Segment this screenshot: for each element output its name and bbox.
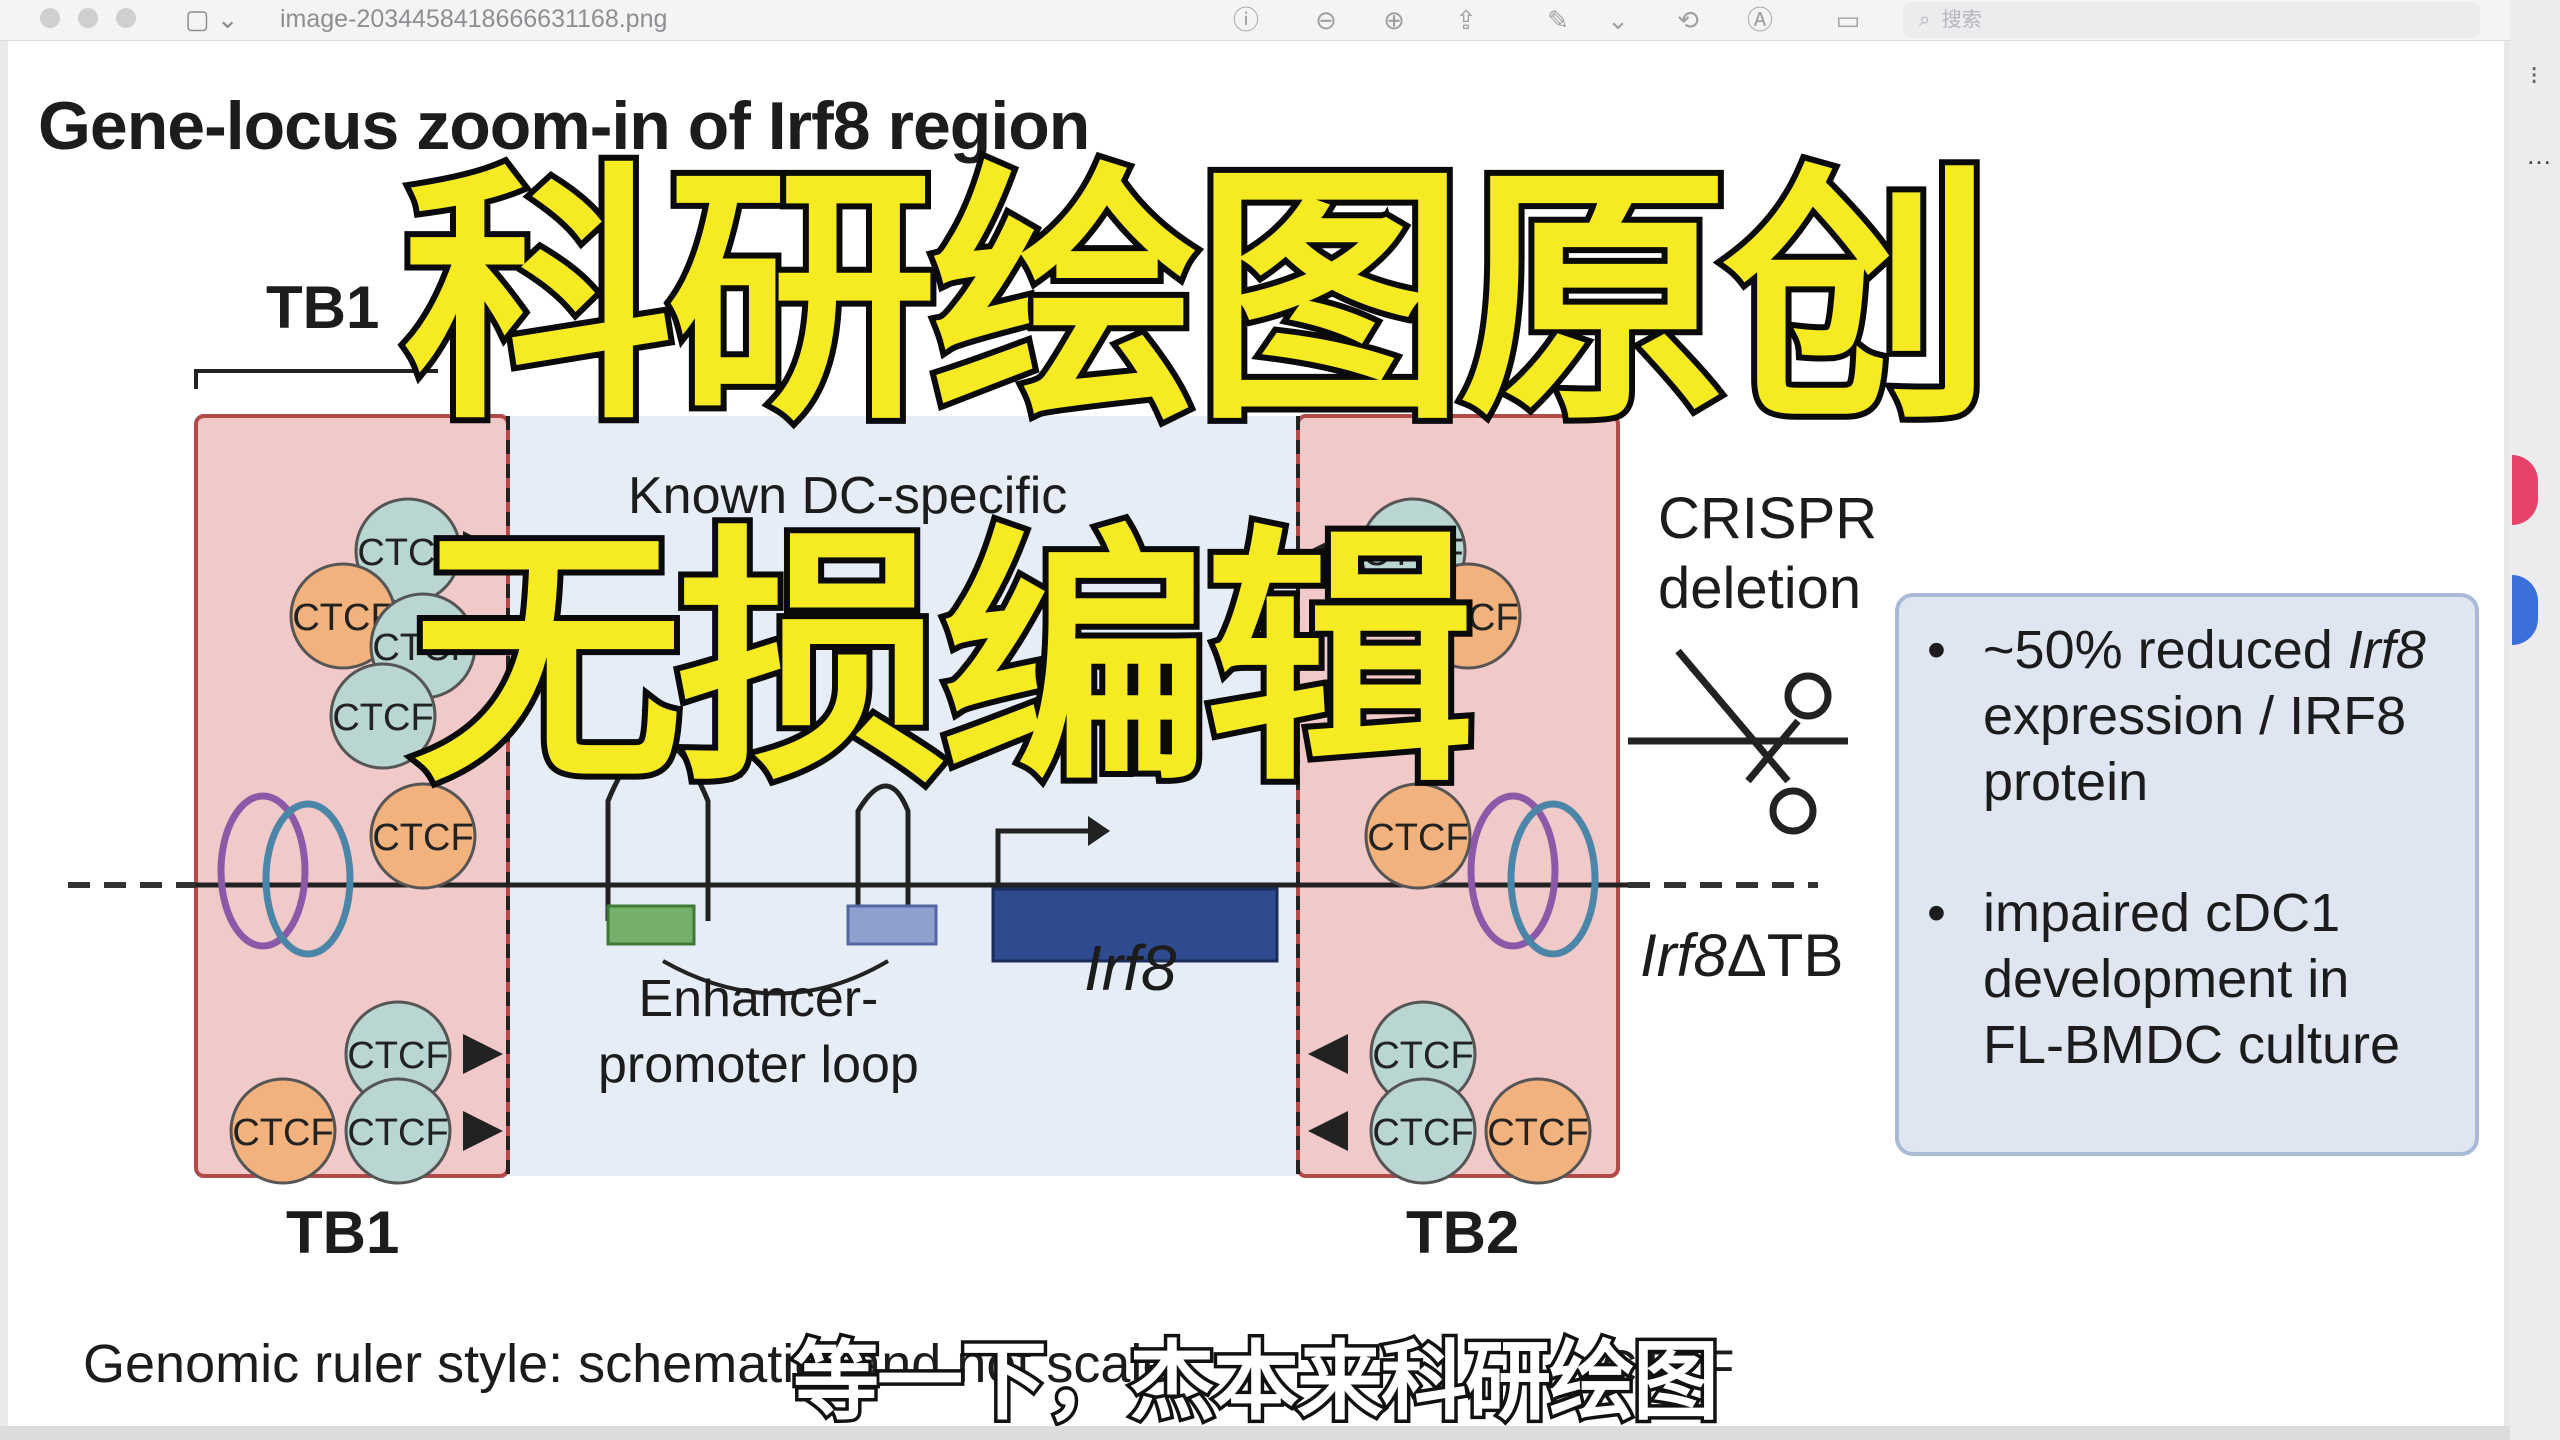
markup-pen-icon[interactable]: ✎	[1547, 5, 1569, 35]
figure-title: Gene-locus zoom-in of Irf8 region	[38, 88, 1090, 164]
bullet-dot: •	[1927, 883, 1946, 943]
enhancer-loop-arc	[605, 738, 711, 921]
ctcf-label: CTCF	[347, 1112, 448, 1154]
tb1-bracket	[194, 369, 438, 389]
ctcf-protein: CTCF	[1364, 782, 1472, 890]
scissors-icon	[1628, 648, 1848, 835]
promoter-loop-arc	[855, 783, 911, 921]
annotate-icon[interactable]: Ⓐ	[1746, 5, 1773, 35]
ctcf-label: CTCF	[1487, 1112, 1588, 1154]
ctcf-label: CTCF	[1372, 1035, 1473, 1077]
irf8-gene-label: Irf8	[1084, 932, 1177, 1004]
close-window-button[interactable]	[40, 8, 60, 28]
ctcf-protein: CTCF	[1484, 1077, 1592, 1185]
enhancer-promoter-line2: promoter loop	[598, 1036, 919, 1094]
image-canvas: CTCF CTCF CTCF CTCF CTCF CTCF CTCF CTCF CTCF CTCF…	[8, 41, 2504, 1426]
overlay-caption-line2: 无损编辑	[407, 503, 1481, 818]
floating-red-widget[interactable]	[2512, 455, 2538, 525]
crispr-line2: deletion	[1658, 556, 1862, 621]
ctcf-protein: CTCF	[369, 782, 477, 890]
ctcf-label: CTCF	[1367, 817, 1468, 859]
deletion-allele-label: Irf8ΔTB	[1640, 921, 1843, 990]
ctcf-label: CTCF	[1417, 597, 1518, 639]
deletion-allele-gene: Irf8	[1640, 922, 1727, 989]
right-side-panel: ⁝ …	[2510, 0, 2560, 1440]
deletion-allele-suffix: ΔTB	[1726, 922, 1844, 989]
zoom-window-button[interactable]	[116, 8, 136, 28]
crispr-line1: CRISPR	[1658, 486, 1878, 551]
bullet-1-rest: expression / IRF8 protein	[1983, 686, 2407, 812]
known-dc-label-line2: e	[788, 528, 817, 586]
ctcf-label: CTCF	[372, 627, 473, 669]
zoom-in-icon[interactable]: ⊕	[1383, 5, 1405, 35]
ctcf-protein: CTCF	[329, 662, 437, 770]
locus-diagram: CTCF CTCF CTCF CTCF CTCF CTCF CTCF CTCF CTCF CTCF…	[68, 369, 1848, 1185]
video-subtitle: 等一下，杰本来科研绘图	[790, 1329, 1723, 1427]
ctcf-arrow-right	[463, 1034, 503, 1074]
tss-arrowhead	[1088, 816, 1110, 846]
ctcf-label: CTCF	[232, 1112, 333, 1154]
overlay-caption-line1: 科研绘图原创	[397, 141, 1999, 456]
tb2-loop-icon	[1467, 792, 1599, 958]
enhancer-box	[606, 904, 696, 946]
more-icon[interactable]: …	[2526, 140, 2552, 170]
rotate-icon[interactable]: ⟲	[1677, 5, 1699, 35]
search-input[interactable]: ⌕ 搜索	[1903, 2, 2480, 38]
window-titlebar: ▢ ⌄ image-2034458418666631168.png ⓘ ⊖ ⊕ …	[0, 0, 2510, 41]
tb2-box	[1296, 414, 1620, 1178]
tb1-top-label: TB1	[266, 274, 380, 341]
pin-icon[interactable]: ⁝	[2530, 60, 2539, 90]
bullet-dot: •	[1927, 620, 1946, 680]
ruler-note: Genomic ruler style: schematic, and not …	[83, 1334, 1173, 1394]
ctcf-protein: CTCF	[1414, 562, 1522, 670]
window-bottom-edge	[0, 1426, 2510, 1440]
ctcf-arrow-left	[1308, 531, 1348, 571]
tb1-bottom-label: TB1	[286, 1199, 400, 1266]
ctcf-arrow-right	[463, 531, 503, 571]
tb1-loop-icon	[217, 792, 354, 958]
zoom-out-icon[interactable]: ⊖	[1315, 5, 1337, 35]
promoter-box	[846, 904, 938, 946]
bullet-1-gene: Irf8	[2347, 620, 2426, 680]
crispr-deletion-label: CRISPR deletion	[1658, 484, 1877, 624]
ctcf-protein: CTCF	[344, 1000, 452, 1108]
ctcf-label: CTCF	[1372, 1112, 1473, 1154]
ctcf-arrow-right	[463, 1111, 503, 1151]
ctcf-protein: CTCF	[344, 1077, 452, 1185]
tss-arrow	[995, 828, 1088, 891]
ctcf-protein: CTCF	[1369, 1000, 1477, 1108]
markup-dropdown-icon[interactable]: ⌄	[1607, 5, 1629, 35]
ctcf-protein: CTCF	[354, 497, 462, 605]
irf8-gene-box	[991, 887, 1279, 963]
ctcf-label: CTCF	[347, 1035, 448, 1077]
bullet-1-line1: ~50% reduced Irf8	[1983, 617, 2483, 683]
ctcf-protein: CTCF	[229, 1077, 337, 1185]
ctcf-label: CTCF	[357, 532, 458, 574]
ctcf-partial-label: CTCF	[1601, 1340, 1735, 1396]
minimize-window-button[interactable]	[78, 8, 98, 28]
loop-underline	[662, 959, 890, 996]
ctcf-protein: CTCF	[1369, 1077, 1477, 1185]
known-dc-label: Known DC-specific	[628, 467, 1068, 525]
enhancer-promoter-label: Enhancer- promoter loop	[598, 966, 919, 1098]
share-icon[interactable]: ⇪	[1455, 5, 1477, 35]
info-icon[interactable]: ⓘ	[1232, 5, 1259, 35]
form-fill-icon[interactable]: ▭	[1835, 5, 1861, 35]
enhancer-promoter-line1: Enhancer-	[638, 970, 879, 1028]
window-title: image-2034458418666631168.png	[280, 5, 668, 33]
search-icon: ⌕	[1919, 9, 1931, 31]
bullet-1-prefix: ~50% reduced	[1983, 620, 2348, 680]
ctcf-layer: CTCF CTCF CTCF CTCF CTCF CTCF CTCF CTCF CTCF CTCF…	[229, 497, 1592, 1185]
ctcf-arrow-left	[1308, 1034, 1348, 1074]
sidebar-toggle-icon[interactable]: ▢ ⌄	[185, 4, 239, 34]
tb2-bottom-label: TB2	[1406, 1199, 1520, 1266]
bullet-2-text: impaired cDC1 development in FL-BMDC cul…	[1983, 883, 2401, 1075]
floating-blue-widget[interactable]	[2512, 575, 2538, 645]
ctcf-arrow-left	[1308, 1111, 1348, 1151]
ctcf-label: CTCF	[372, 817, 473, 859]
search-placeholder: 搜索	[1941, 9, 1982, 31]
ctcf-label: CTCF	[332, 697, 433, 739]
